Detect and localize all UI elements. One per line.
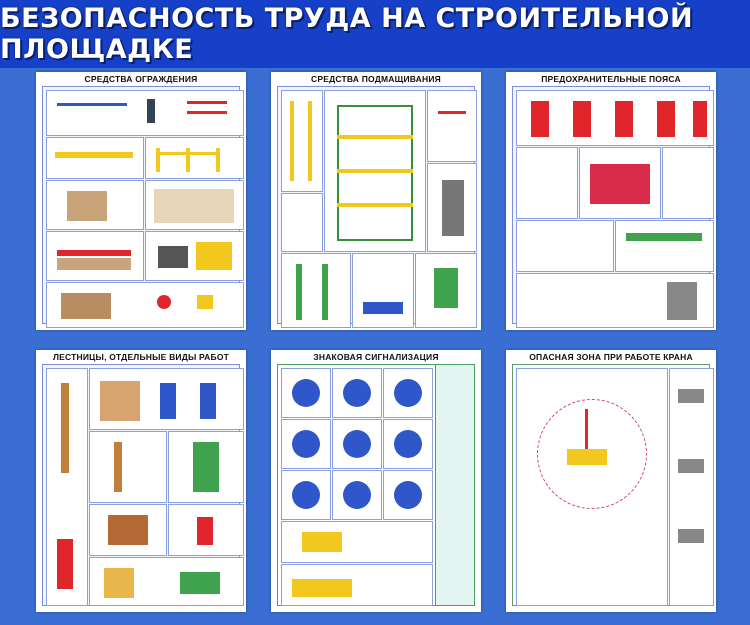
panel bbox=[615, 220, 714, 272]
panel bbox=[516, 368, 668, 606]
panel bbox=[89, 431, 167, 503]
poster-title: ЗНАКОВАЯ СИГНАЛИЗАЦИЯ bbox=[313, 352, 439, 362]
panel bbox=[332, 368, 382, 418]
poster-signals[interactable]: ЗНАКОВАЯ СИГНАЛИЗАЦИЯ bbox=[271, 350, 481, 612]
panel bbox=[352, 253, 414, 328]
poster-scaffolding[interactable]: СРЕДСТВА ПОДМАЩИВАНИЯ bbox=[271, 72, 481, 330]
poster-title: СРЕДСТВА ОГРАЖДЕНИЯ bbox=[84, 74, 198, 84]
panel bbox=[89, 504, 167, 556]
panel bbox=[662, 147, 714, 219]
panel bbox=[383, 368, 433, 418]
poster-body bbox=[512, 86, 714, 328]
panel bbox=[427, 90, 477, 162]
poster-crane-zone[interactable]: ОПАСНАЯ ЗОНА ПРИ РАБОТЕ КРАНА bbox=[506, 350, 716, 612]
panel bbox=[168, 504, 244, 556]
panel bbox=[516, 147, 578, 219]
panel bbox=[669, 368, 714, 606]
panel bbox=[89, 368, 244, 430]
poster-title: ЛЕСТНИЦЫ, ОТДЕЛЬНЫЕ ВИДЫ РАБОТ bbox=[52, 352, 230, 362]
banner: БЕЗОПАСНОСТЬ ТРУДА НА СТРОИТЕЛЬНОЙ ПЛОЩА… bbox=[0, 0, 750, 68]
panel bbox=[46, 180, 144, 230]
poster-title: ПРЕДОХРАНИТЕЛЬНЫЕ ПОЯСА bbox=[541, 74, 681, 84]
panel bbox=[281, 470, 331, 520]
panel bbox=[427, 163, 477, 252]
panel bbox=[332, 419, 382, 469]
panel bbox=[89, 557, 244, 606]
panel bbox=[415, 253, 477, 328]
poster-fencing[interactable]: СРЕДСТВА ОГРАЖДЕНИЯ bbox=[36, 72, 246, 330]
panel bbox=[281, 253, 351, 328]
panel bbox=[281, 419, 331, 469]
poster-ladders[interactable]: ЛЕСТНИЦЫ, ОТДЕЛЬНЫЕ ВИДЫ РАБОТ bbox=[36, 350, 246, 612]
panel bbox=[145, 231, 244, 281]
panel bbox=[46, 368, 88, 606]
panel bbox=[281, 521, 433, 563]
panel bbox=[281, 193, 323, 252]
panel bbox=[579, 147, 661, 219]
panel bbox=[332, 470, 382, 520]
panel bbox=[145, 180, 244, 230]
panel bbox=[46, 231, 144, 281]
panel bbox=[383, 419, 433, 469]
panel bbox=[281, 90, 323, 192]
poster-body bbox=[42, 364, 244, 606]
side-strip bbox=[435, 365, 474, 605]
poster-title: ОПАСНАЯ ЗОНА ПРИ РАБОТЕ КРАНА bbox=[529, 352, 693, 362]
page-title: БЕЗОПАСНОСТЬ ТРУДА НА СТРОИТЕЛЬНОЙ ПЛОЩА… bbox=[0, 3, 694, 65]
panel bbox=[383, 470, 433, 520]
panel bbox=[516, 273, 714, 328]
panel bbox=[46, 90, 244, 136]
panel bbox=[46, 137, 144, 179]
panel bbox=[281, 368, 331, 418]
panel bbox=[46, 282, 244, 328]
poster-body bbox=[277, 364, 475, 606]
poster-body bbox=[42, 86, 244, 328]
panel bbox=[516, 220, 614, 272]
panel bbox=[145, 137, 244, 179]
panel bbox=[281, 564, 433, 606]
panel bbox=[516, 90, 714, 146]
poster-body bbox=[512, 364, 714, 606]
panel bbox=[324, 90, 426, 252]
poster-body bbox=[277, 86, 477, 328]
poster-title: СРЕДСТВА ПОДМАЩИВАНИЯ bbox=[311, 74, 441, 84]
panel bbox=[168, 431, 244, 503]
poster-safety-belts[interactable]: ПРЕДОХРАНИТЕЛЬНЫЕ ПОЯСА bbox=[506, 72, 716, 330]
